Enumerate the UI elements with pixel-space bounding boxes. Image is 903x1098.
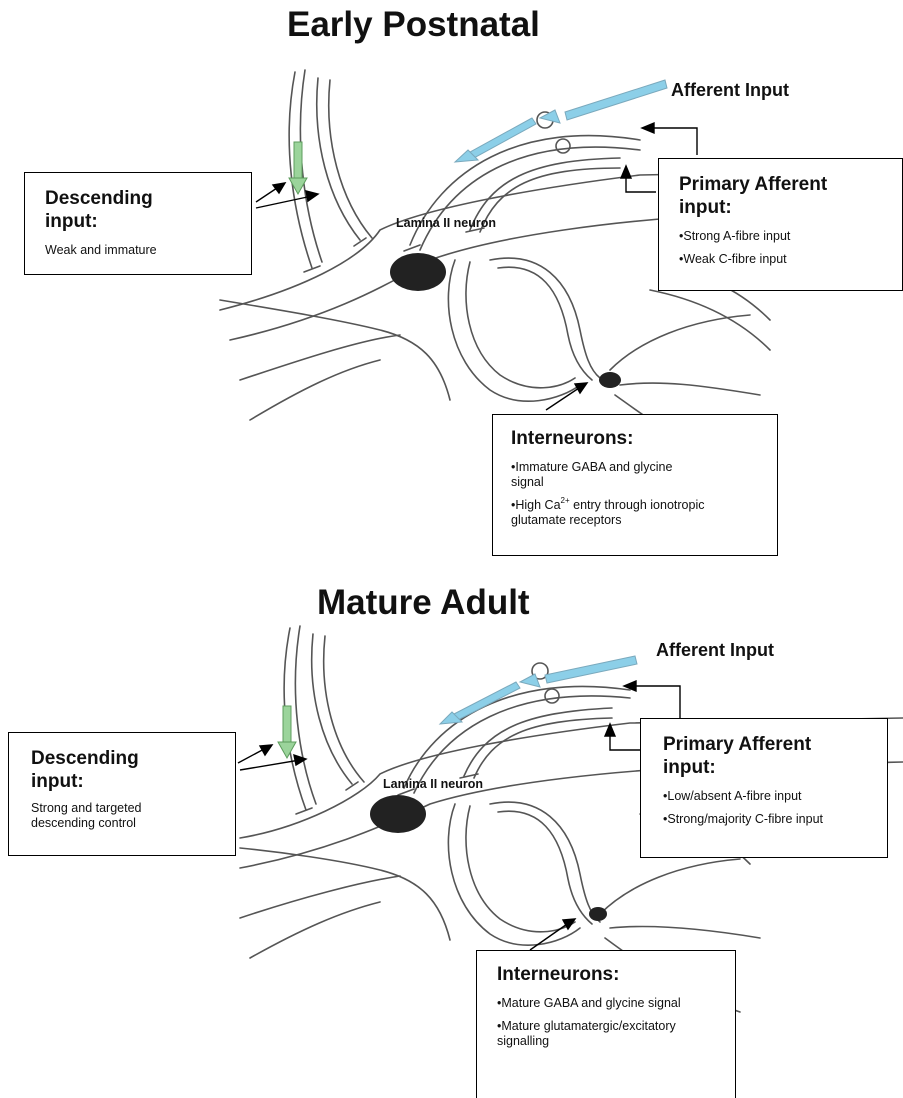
bullet: •Weak C-fibre input xyxy=(679,252,894,267)
afferent-blue-arrow xyxy=(454,682,520,720)
afferent-blue-arrow xyxy=(520,674,540,687)
afferent-input-label: Afferent Input xyxy=(671,80,789,101)
descending-fibre xyxy=(300,70,322,262)
primary-afferent-heading: Primary Afferent input: xyxy=(663,733,843,779)
descending-text: Strong and targeted descending control xyxy=(31,801,191,831)
descending-fibre xyxy=(317,78,360,240)
neuron-soma xyxy=(390,253,446,291)
neuron-soma xyxy=(370,795,426,833)
lamina-neuron-label: Lamina II neuron xyxy=(396,216,496,230)
bullet: •Mature glutamatergic/excitatory signall… xyxy=(497,1019,697,1049)
primary-afferent-box: Primary Afferent input: •Strong A-fibre … xyxy=(658,158,903,291)
interneurons-box: Interneurons: •Immature GABA and glycine… xyxy=(492,414,778,556)
primary-afferent-heading: Primary Afferent input: xyxy=(679,173,859,219)
interneurons-heading: Interneurons: xyxy=(511,427,765,450)
lamina-neuron-label: Lamina II neuron xyxy=(383,777,483,791)
descending-text: Weak and immature xyxy=(45,243,241,258)
panel-title: Mature Adult xyxy=(317,583,530,623)
mature-adult-panel: Mature Adult Afferent Input Lamina II ne… xyxy=(0,578,903,1098)
interneuron-soma xyxy=(589,907,607,921)
afferent-blue-arrow xyxy=(545,656,637,683)
descending-input-box: Descending input: Strong and targeted de… xyxy=(8,732,236,856)
bullet: •Low/absent A-fibre input xyxy=(663,789,879,804)
primary-afferent-box: Primary Afferent input: •Low/absent A-fi… xyxy=(640,718,888,858)
descending-input-box: Descending input: Weak and immature xyxy=(24,172,252,275)
interneuron-soma xyxy=(599,372,621,388)
descending-fibre xyxy=(329,80,372,238)
interneurons-heading: Interneurons: xyxy=(497,963,723,986)
panel-title: Early Postnatal xyxy=(287,5,540,45)
descending-green-arrow xyxy=(278,742,296,758)
bullet: •Strong/majority C-fibre input xyxy=(663,812,879,827)
descending-heading: Descending input: xyxy=(45,187,195,233)
afferent-blue-arrow xyxy=(565,80,667,120)
descending-green-arrow xyxy=(283,706,291,742)
bullet: •Mature GABA and glycine signal xyxy=(497,996,723,1011)
bullet: •High Ca2+ entry through ionotropic glut… xyxy=(511,498,731,528)
afferent-input-label: Afferent Input xyxy=(656,640,774,661)
descending-heading: Descending input: xyxy=(31,747,181,793)
bullet: •Strong A-fibre input xyxy=(679,229,894,244)
descending-green-arrow xyxy=(294,142,302,178)
interneurons-box: Interneurons: •Mature GABA and glycine s… xyxy=(476,950,736,1098)
bullet: •Immature GABA and glycine signal xyxy=(511,460,701,490)
early-postnatal-panel: Early Postnatal Afferent Input Lamina II… xyxy=(0,0,903,585)
